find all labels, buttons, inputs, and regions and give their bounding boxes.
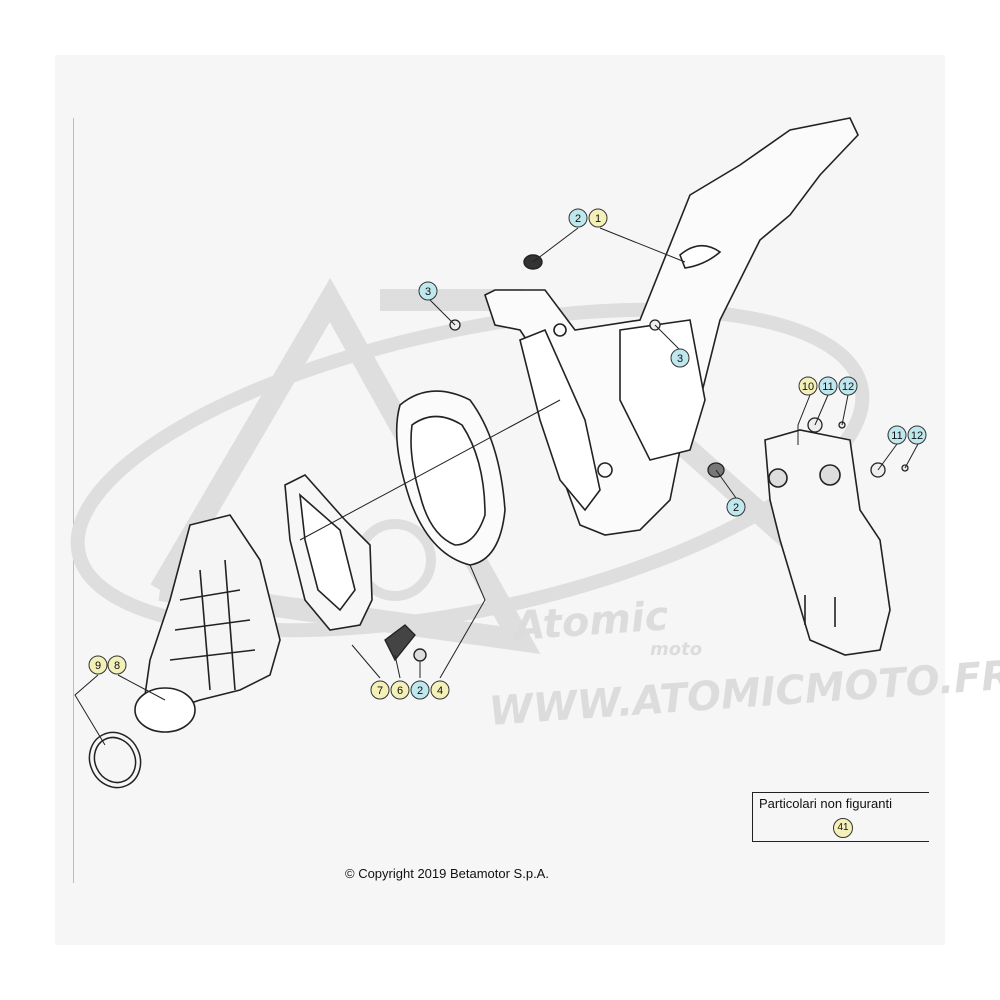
frame-left-rule xyxy=(73,118,74,883)
svg-text:2: 2 xyxy=(733,502,739,514)
part-filter-cage xyxy=(284,474,373,631)
svg-text:10: 10 xyxy=(802,381,814,393)
callout-badge: 11 xyxy=(818,376,838,396)
svg-text:8: 8 xyxy=(114,660,120,672)
svg-text:12: 12 xyxy=(842,381,854,393)
svg-text:3: 3 xyxy=(677,353,683,365)
callout-badge: 3 xyxy=(418,281,438,301)
callout-badge: 6 xyxy=(390,680,410,700)
svg-text:6: 6 xyxy=(397,685,403,697)
svg-text:7: 7 xyxy=(377,685,383,697)
callout-badge: 10 xyxy=(798,376,818,396)
callout-badge: 4 xyxy=(430,680,450,700)
callout-badges: 2 1 3 3 10 11 12 11 12 2 9 8 7 6 2 4 xyxy=(88,208,927,700)
watermark-brand: Atomic xyxy=(509,593,670,650)
leader-lines xyxy=(74,227,919,746)
callout-badge: 1 xyxy=(588,208,608,228)
svg-text:1: 1 xyxy=(595,213,601,225)
legend-part-badge: 41 xyxy=(833,818,853,838)
callout-badge: 12 xyxy=(838,376,858,396)
svg-text:9: 9 xyxy=(95,660,101,672)
part-heat-shield xyxy=(764,429,891,656)
svg-text:3: 3 xyxy=(425,286,431,298)
svg-text:11: 11 xyxy=(891,430,902,442)
part-intake-boot xyxy=(134,514,281,733)
callout-badge: 12 xyxy=(907,425,927,445)
legend-box: Particolari non figuranti 41 xyxy=(752,792,929,842)
part-clip xyxy=(384,624,427,662)
watermark-brand-sub: moto xyxy=(650,639,702,660)
callout-badge: 7 xyxy=(370,680,390,700)
svg-text:12: 12 xyxy=(911,430,923,442)
callout-badge: 11 xyxy=(887,425,907,445)
callout-badge: 3 xyxy=(670,348,690,368)
part-filter xyxy=(395,390,506,566)
callout-badge: 2 xyxy=(726,497,746,517)
legend-title: Particolari non figuranti xyxy=(759,796,892,811)
svg-text:4: 4 xyxy=(437,685,443,697)
callout-badge: 8 xyxy=(107,655,127,675)
watermark-url: WWW.ATOMICMOTO.FR xyxy=(487,653,1000,735)
callout-badge: 2 xyxy=(410,680,430,700)
copyright-text: © Copyright 2019 Betamotor S.p.A. xyxy=(345,866,549,881)
svg-text:11: 11 xyxy=(822,381,833,393)
svg-text:2: 2 xyxy=(575,213,581,225)
svg-text:2: 2 xyxy=(417,685,423,697)
callout-badge: 9 xyxy=(88,655,108,675)
part-clamp xyxy=(88,731,142,789)
callout-badge: 2 xyxy=(568,208,588,228)
